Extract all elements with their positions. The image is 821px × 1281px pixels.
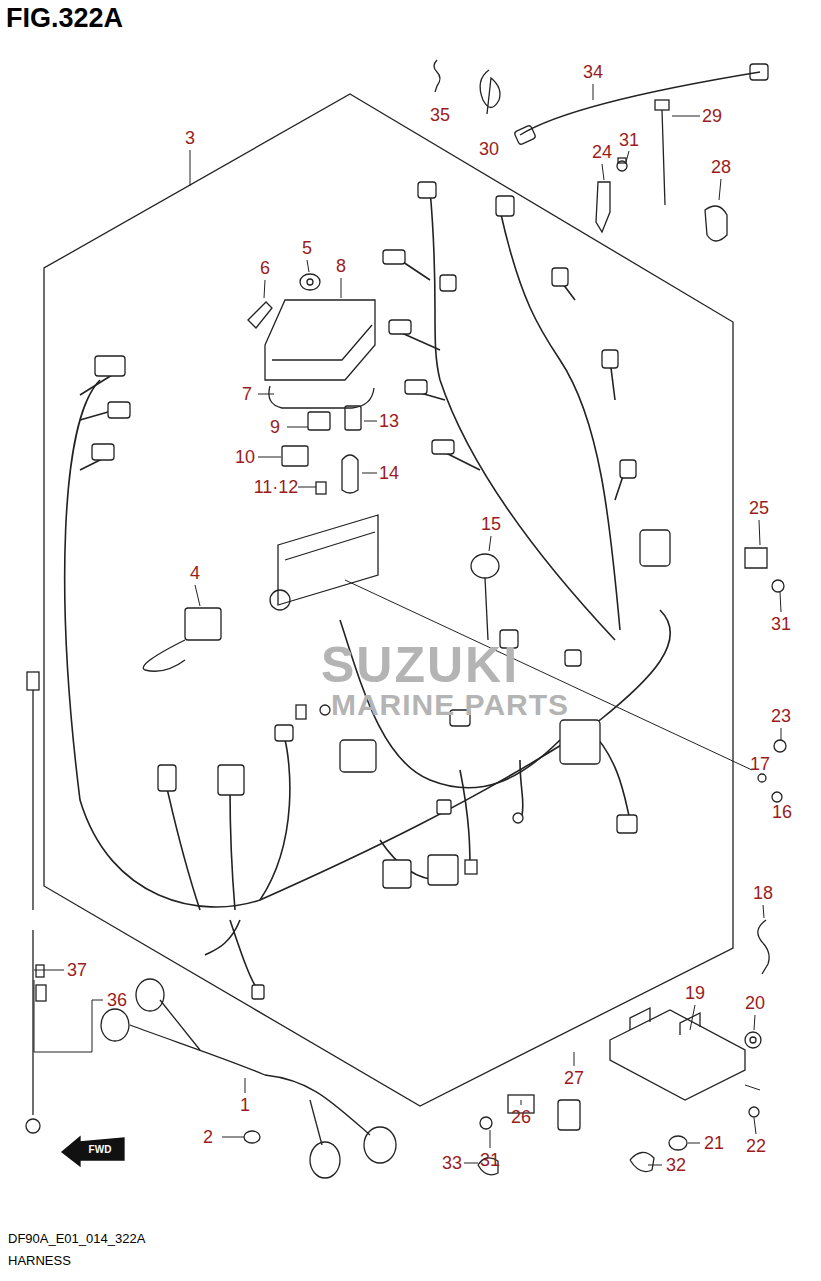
figure-title: FIG.322A xyxy=(6,4,123,34)
callout-number: 29 xyxy=(702,107,722,125)
callout-number: 28 xyxy=(711,158,731,176)
callout-number: 2 xyxy=(203,1128,213,1146)
callout-number: 31 xyxy=(480,1151,500,1169)
callout-number: 6 xyxy=(260,259,270,277)
callout-number: 27 xyxy=(564,1069,584,1087)
callout-number: 24 xyxy=(592,143,612,161)
callout-number: 31 xyxy=(619,131,639,149)
callout-number: 34 xyxy=(583,63,603,81)
callout-number: 18 xyxy=(753,884,773,902)
watermark: MARINE PARTS xyxy=(331,690,569,720)
callout-number: 15 xyxy=(481,515,501,533)
callout-number: 3 xyxy=(185,129,195,147)
callout-number: 7 xyxy=(242,385,252,403)
callout-number: 8 xyxy=(336,257,346,275)
callout-number: 1 xyxy=(240,1096,250,1114)
callout-number: 32 xyxy=(666,1156,686,1174)
callout-number: 23 xyxy=(771,707,791,725)
callout-number: 26 xyxy=(511,1108,531,1126)
callout-number: 21 xyxy=(704,1134,724,1152)
callout-number: 37 xyxy=(67,961,87,979)
figure-caption: DF90A_E01_014_322A xyxy=(8,1232,145,1245)
callout-number: 25 xyxy=(749,499,769,517)
callout-number: 16 xyxy=(772,803,792,821)
callout-number: 22 xyxy=(746,1137,766,1155)
callout-number: 36 xyxy=(107,991,127,1009)
callout-number: 4 xyxy=(190,564,200,582)
callout-number: 9 xyxy=(270,418,280,436)
callout-number: 10 xyxy=(235,448,255,466)
callout-number: 30 xyxy=(479,140,499,158)
callout-number: 19 xyxy=(685,984,705,1002)
callout-number: 31 xyxy=(771,615,791,633)
callout-number: 13 xyxy=(379,412,399,430)
callout-number: 14 xyxy=(379,464,399,482)
callout-number: 17 xyxy=(750,755,770,773)
watermark: SUZUKI xyxy=(321,640,519,690)
callout-number: 11·12 xyxy=(254,478,299,496)
callout-number: 33 xyxy=(442,1154,462,1172)
callout-number: 5 xyxy=(302,239,312,257)
callout-number: 35 xyxy=(430,106,450,124)
direction-mark: FWD xyxy=(89,1145,112,1155)
callout-number: 20 xyxy=(745,994,765,1012)
figure-caption: HARNESS xyxy=(8,1254,71,1267)
